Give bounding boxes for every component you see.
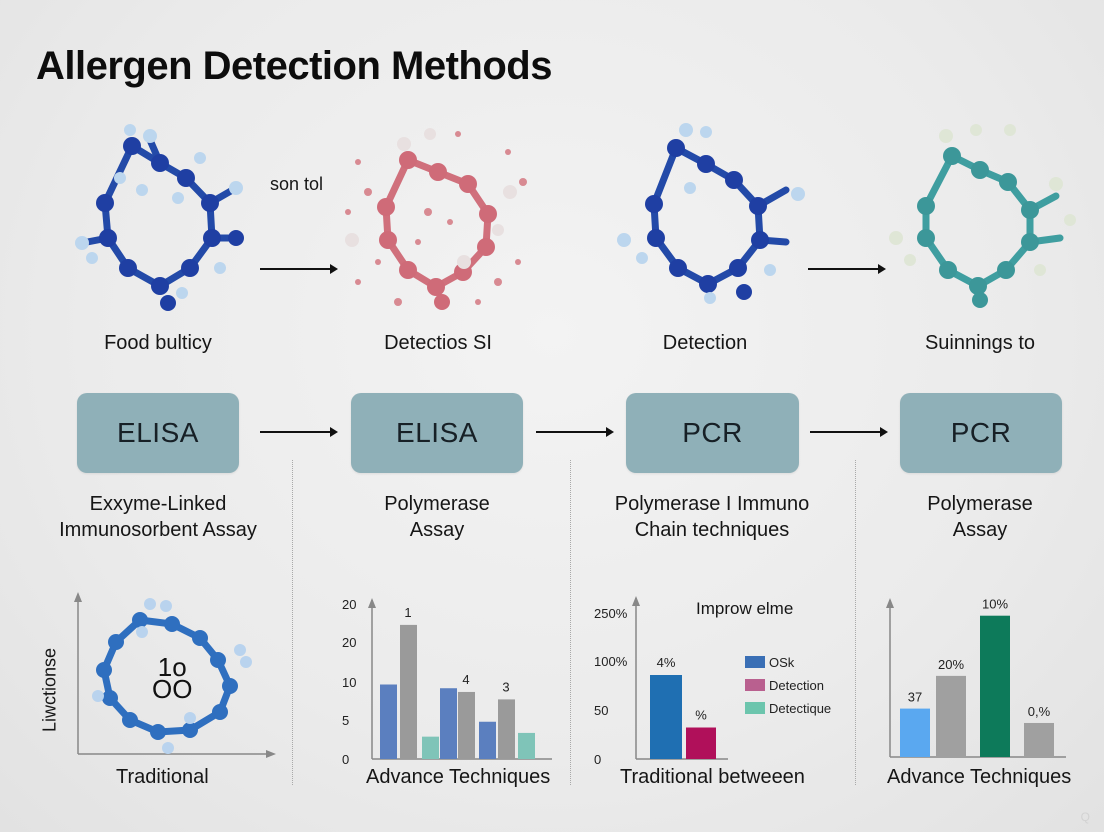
molecule-screening-teal xyxy=(889,124,1076,308)
desc-line: Polymerase xyxy=(384,493,490,515)
bar-value-label: 0,% xyxy=(1028,704,1051,719)
step-label: Food bulticy xyxy=(104,332,212,354)
bar xyxy=(380,684,397,759)
step-label: Detection xyxy=(662,332,748,354)
chart-caption: Traditional xyxy=(116,766,209,788)
y-tick-label: 0 xyxy=(342,752,349,767)
method-description: Polymerase I Immuno Chain techniques xyxy=(592,491,832,543)
y-axis-arrow xyxy=(368,598,376,608)
bar xyxy=(686,727,716,759)
arrow-right-icon xyxy=(808,264,886,274)
legend-swatch xyxy=(745,702,765,714)
molecule-detection-blue xyxy=(617,123,805,304)
y-tick-label: 20 xyxy=(342,635,356,650)
chart-caption: Advance Techniques xyxy=(366,766,551,788)
legend-label: Detectique xyxy=(769,701,831,716)
y-tick-label: 5 xyxy=(342,713,349,728)
bar-chart-advance-1: 20 20 10 5 0 1 4 3 xyxy=(342,597,552,767)
legend-swatch xyxy=(745,656,765,668)
bar xyxy=(400,624,417,759)
bar xyxy=(440,688,457,759)
divider xyxy=(570,460,571,785)
method-description: Polymerase Assay xyxy=(880,491,1080,543)
molecule-food xyxy=(75,124,244,311)
desc-line: Polymerase xyxy=(927,493,1033,515)
bar-value-label: 1 xyxy=(404,605,411,620)
center-numerals: 1o OO xyxy=(152,652,193,704)
bar-value-label: % xyxy=(695,708,707,723)
page-title: Allergen Detection Methods xyxy=(36,44,552,88)
bar xyxy=(479,721,496,759)
divider xyxy=(292,460,293,785)
y-axis-arrow xyxy=(632,596,640,606)
legend-label: Detection xyxy=(769,678,824,693)
step-label: Suinnings to xyxy=(924,332,1036,354)
arrow-right-icon xyxy=(260,427,338,437)
desc-line: Assay xyxy=(409,519,465,541)
bar xyxy=(980,615,1010,757)
bar xyxy=(498,699,515,759)
bar-value-label: 20% xyxy=(938,657,964,672)
numeral-line: 1o xyxy=(157,652,187,682)
traditional-plot xyxy=(74,592,276,758)
bar-value-label: 4% xyxy=(657,655,676,670)
method-description: Polymerase Assay xyxy=(337,491,537,543)
bar-value-label: 37 xyxy=(908,690,922,705)
watermark: Q xyxy=(1080,810,1090,824)
method-box-pcr: PCR xyxy=(900,393,1062,473)
bar xyxy=(422,736,439,759)
bar-chart-traditional: Improw elme 250% 100% 50 0 4%% OSkDetectionDet… xyxy=(594,596,831,767)
bar xyxy=(518,732,535,759)
legend-swatch xyxy=(745,679,765,691)
arrow-right-icon xyxy=(810,427,888,437)
desc-line: Assay xyxy=(952,519,1008,541)
molecule-detection-pink xyxy=(345,128,527,310)
divider xyxy=(855,460,856,785)
bar xyxy=(1024,722,1054,757)
bar xyxy=(936,675,966,757)
bar-value-label: 4 xyxy=(462,672,469,687)
chart-caption: Traditional betweeen xyxy=(620,766,805,788)
method-description: Exxyme-Linked Immunosorbent Assay xyxy=(38,491,278,543)
y-tick-label: 20 xyxy=(342,597,356,612)
chart-caption: Advance Techniques xyxy=(887,766,1072,788)
bar-value-label: 10% xyxy=(982,597,1008,612)
method-box-pcr: PCR xyxy=(626,393,799,473)
y-tick-label: 100% xyxy=(594,654,628,669)
desc-line: Polymerase I Immuno xyxy=(614,493,810,515)
bar xyxy=(458,691,475,759)
method-box-elisa: ELISA xyxy=(351,393,523,473)
y-axis-label: Liwctionse xyxy=(39,647,60,733)
legend-label: OSk xyxy=(769,655,795,670)
bar xyxy=(900,708,930,757)
numeral-line: OO xyxy=(152,674,193,704)
method-box-elisa: ELISA xyxy=(77,393,239,473)
arrow-right-icon xyxy=(536,427,614,437)
y-axis-arrow xyxy=(886,598,894,608)
desc-line: Exxyme-Linked xyxy=(89,493,227,515)
y-tick-label: 50 xyxy=(594,703,608,718)
bar-chart-advance-2: 37 20% 10% 0,% xyxy=(886,597,1066,758)
y-tick-label: 0 xyxy=(594,752,601,767)
desc-line: Immunosorbent Assay xyxy=(59,519,257,541)
bar xyxy=(650,675,682,759)
y-tick-label: 250% xyxy=(594,606,628,621)
step-label: Detectios SI xyxy=(384,332,492,354)
desc-line: Chain techniques xyxy=(634,519,790,541)
bar-value-label: 3 xyxy=(502,679,509,694)
chart-title: Improw elme xyxy=(696,599,793,618)
arrow-label: son tol xyxy=(270,174,324,194)
arrow-right-icon xyxy=(260,264,338,274)
y-tick-label: 10 xyxy=(342,675,356,690)
